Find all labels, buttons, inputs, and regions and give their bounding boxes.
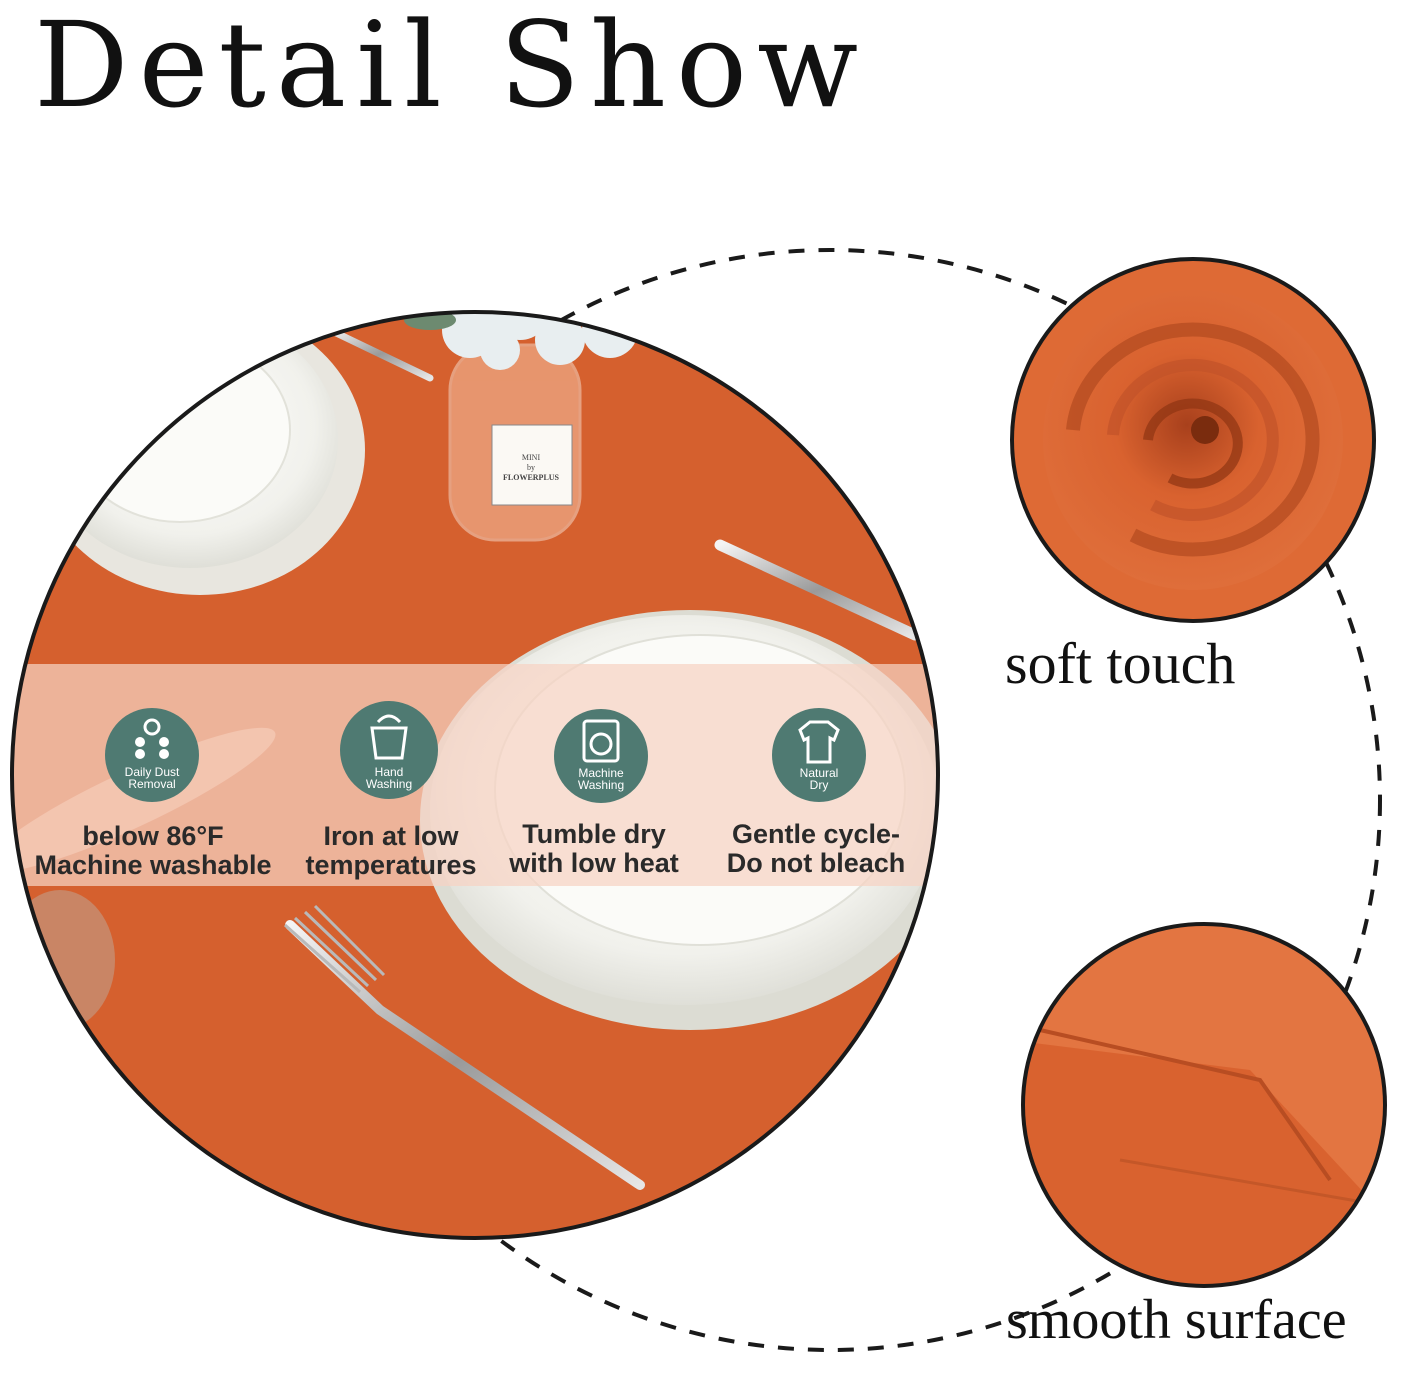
folded-edge-outline — [1021, 922, 1387, 1288]
badge-caption-line2: Dry — [809, 778, 829, 792]
care-text-4: Gentle cycle- Do not bleach — [727, 820, 906, 878]
care-text-line1: Iron at low — [323, 821, 459, 851]
machine-washing-icon — [554, 709, 648, 803]
care-text-line1: Gentle cycle- — [731, 819, 901, 849]
swirl-fabric-image — [1012, 259, 1374, 621]
care-text-2: Iron at low temperatures — [305, 822, 476, 880]
badge-caption-line1: Natural — [799, 766, 839, 780]
vase-label-line2: by — [527, 463, 535, 472]
care-text-line2: with low heat — [509, 848, 679, 878]
care-text-line2: Do not bleach — [726, 848, 906, 878]
care-text-line2: Machine washable — [34, 850, 272, 880]
care-text-3: Tumble dry with low heat — [509, 820, 679, 878]
daily-dust-removal-icon — [105, 708, 199, 802]
folded-edge-image — [1023, 924, 1385, 1286]
badge-caption-line2: Removal — [128, 777, 176, 791]
badge-caption-line2: Washing — [577, 778, 625, 792]
badge-caption-line1: Daily Dust — [124, 765, 180, 779]
table-scene-image — [12, 312, 938, 1238]
table-scene-outline — [10, 310, 940, 1240]
vase-label-line3: FLOWERPLUS — [502, 473, 560, 482]
page-title: Detail Show — [34, 0, 869, 134]
swirl-outline — [1010, 257, 1376, 623]
smooth-surface-label: smooth surface — [1006, 1289, 1347, 1351]
natural-dry-icon — [772, 708, 866, 802]
care-text-line1: below 86°F — [82, 821, 224, 851]
badge-caption-line1: Machine — [578, 766, 624, 780]
hand-washing-icon — [340, 701, 438, 799]
care-text-1: below 86°F Machine washable — [34, 822, 271, 880]
care-text-line1: Tumble dry — [522, 819, 666, 849]
dashed-connector-circle — [278, 248, 1382, 1352]
vase-label-line1: MINI — [521, 453, 541, 462]
badge-caption-line2: Washing — [365, 777, 413, 791]
soft-touch-label: soft touch — [1005, 631, 1236, 696]
care-text-line2: temperatures — [305, 850, 477, 880]
badge-caption-line1: Hand — [374, 765, 404, 779]
care-badges — [105, 701, 866, 803]
